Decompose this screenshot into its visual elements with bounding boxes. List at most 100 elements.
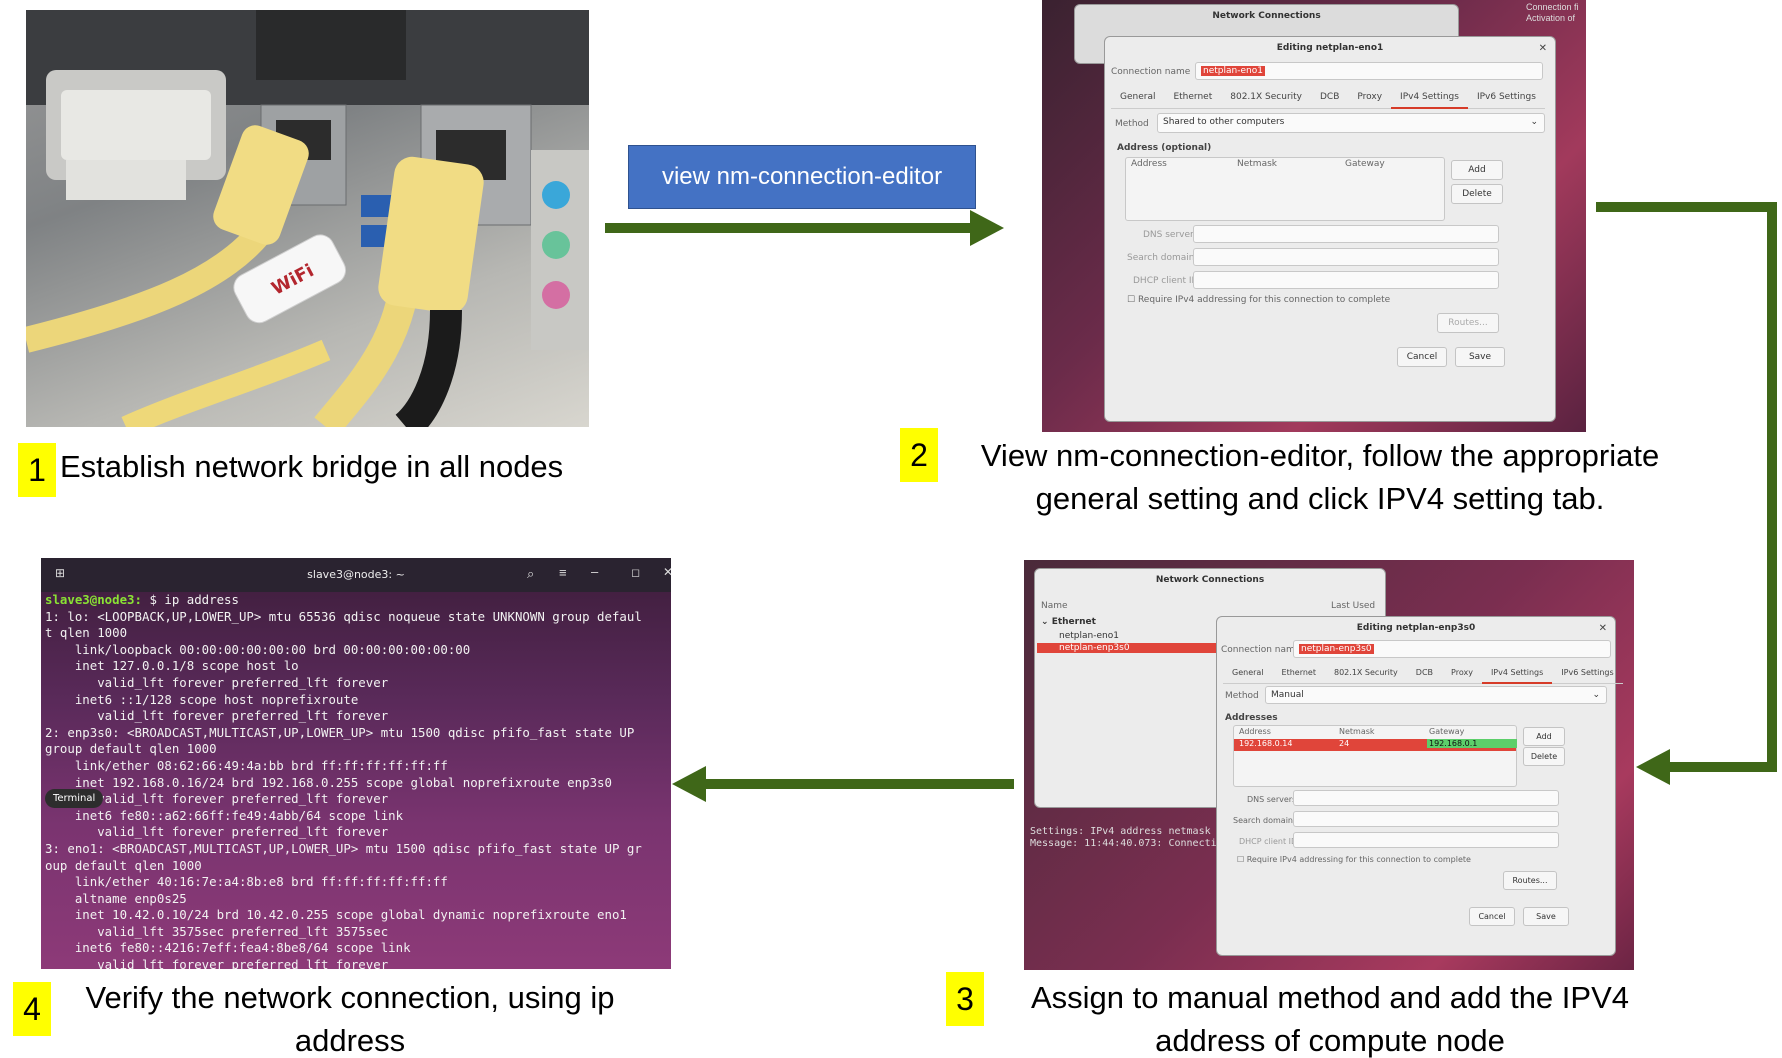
tab-dcb[interactable]: DCB (1406, 663, 1443, 684)
search-icon[interactable]: ⌕ (527, 566, 535, 581)
routes-button[interactable]: Routes... (1437, 313, 1499, 333)
dns-field[interactable] (1193, 225, 1499, 243)
list-item-selected[interactable]: netplan-enp3s0 (1037, 643, 1237, 653)
address-col-gateway: Gateway (1429, 727, 1465, 736)
step2-caption-line-1: View nm-connection-editor, follow the ap… (980, 438, 1660, 473)
editing-dialog: Editing netplan-eno1 ✕ Connection name n… (1104, 36, 1556, 422)
terminal-line: inet 10.42.0.10/24 brd 10.42.0.255 scope… (45, 907, 627, 923)
tab-general[interactable]: General (1223, 663, 1273, 684)
cancel-button[interactable]: Cancel (1397, 347, 1447, 367)
method-select[interactable]: Manual ⌄ (1265, 686, 1607, 704)
step4-caption-line-1: Verify the network connection, using ip (85, 980, 615, 1015)
tab-row: General Ethernet 802.1X Security DCB Pro… (1217, 663, 1623, 684)
tab-general[interactable]: General (1111, 87, 1165, 109)
step2-caption-line-2: general setting and click IPV4 setting t… (1035, 481, 1605, 516)
search-label: Search domains (1127, 253, 1200, 263)
list-item[interactable]: netplan-eno1 (1059, 631, 1119, 641)
step1-badge: 1 (18, 443, 56, 497)
add-button[interactable]: Add (1523, 727, 1565, 746)
require-label: Require IPv4 addressing for this connect… (1246, 855, 1471, 864)
step4-terminal-screenshot: ⊞ slave3@node3: ~ ⌕ ≡ – ◻ ✕ slave3@node3… (41, 558, 671, 969)
terminal-line: valid_lft forever preferred_lft forever (45, 824, 389, 840)
addresses-label: Addresses (1225, 713, 1278, 723)
dialog-title: Editing netplan-eno1 (1276, 43, 1384, 53)
save-button[interactable]: Save (1455, 347, 1505, 367)
terminal-line: 2: enp3s0: <BROADCAST,MULTICAST,UP,LOWER… (45, 724, 635, 740)
address-table[interactable] (1125, 157, 1445, 221)
delete-button[interactable]: Delete (1451, 184, 1503, 204)
address-row-address: 192.168.0.14 (1239, 739, 1293, 748)
connection-name-field[interactable]: netplan-eno1 (1195, 62, 1543, 80)
delete-button[interactable]: Delete (1523, 747, 1565, 766)
terminal-line: link/ether 08:62:66:49:4a:bb brd ff:ff:f… (45, 757, 448, 773)
terminal-line: group default qlen 1000 (45, 741, 217, 757)
tab-dcb[interactable]: DCB (1311, 87, 1349, 109)
corner-text-1: Connection fi (1526, 2, 1579, 12)
address-section-label: Address (optional) (1117, 143, 1212, 153)
require-checkbox[interactable]: ☐ Require IPv4 addressing for this conne… (1127, 295, 1391, 305)
step4-badge: 4 (13, 982, 51, 1036)
network-connections-title: Network Connections (1212, 11, 1321, 21)
terminal-command: $ ip address (141, 592, 239, 607)
tab-ipv6[interactable]: IPv6 Settings (1552, 663, 1623, 684)
address-col-address: Address (1131, 159, 1167, 169)
dns-field[interactable] (1293, 790, 1559, 806)
search-field[interactable] (1193, 248, 1499, 266)
terminal-line: inet 192.168.0.16/24 brd 192.168.0.255 s… (45, 774, 612, 790)
terminal-line: link/loopback 00:00:00:00:00:00 brd 00:0… (45, 641, 471, 657)
minimize-icon[interactable]: – (591, 564, 599, 579)
tab-proxy[interactable]: Proxy (1348, 87, 1392, 109)
dhcp-field[interactable] (1293, 832, 1559, 848)
step2-badge: 2 (900, 428, 938, 482)
close-icon[interactable]: ✕ (1598, 623, 1607, 634)
tab-ethernet[interactable]: Ethernet (1272, 663, 1325, 684)
address-row-netmask: 24 (1339, 739, 1350, 748)
tab-8021x[interactable]: 802.1X Security (1221, 87, 1311, 109)
routes-button[interactable]: Routes... (1503, 871, 1557, 890)
new-tab-icon[interactable]: ⊞ (55, 566, 66, 580)
search-field[interactable] (1293, 811, 1559, 827)
address-row-gateway[interactable]: 192.168.0.1 (1427, 739, 1517, 748)
tab-ethernet[interactable]: Ethernet (1164, 87, 1222, 109)
list-group-ethernet[interactable]: ⌄ Ethernet (1041, 617, 1096, 627)
address-table[interactable] (1233, 725, 1517, 787)
terminal-line: 1: lo: <LOOPBACK,UP,LOWER_UP> mtu 65536 … (45, 608, 642, 624)
dhcp-field[interactable] (1193, 271, 1499, 289)
tab-proxy[interactable]: Proxy (1442, 663, 1482, 684)
list-col-last-used: Last Used (1331, 601, 1376, 611)
step3-badge: 3 (946, 972, 984, 1026)
connection-name-field[interactable]: netplan-enp3s0 (1293, 640, 1611, 658)
tab-8021x[interactable]: 802.1X Security (1325, 663, 1407, 684)
list-col-name: Name (1041, 601, 1068, 611)
save-button[interactable]: Save (1523, 907, 1569, 926)
dhcp-label: DHCP client ID (1133, 276, 1199, 286)
require-checkbox[interactable]: ☐ Require IPv4 addressing for this conne… (1237, 855, 1471, 864)
add-button[interactable]: Add (1451, 160, 1503, 180)
close-icon[interactable]: ✕ (1538, 43, 1547, 54)
terminal-bg-line-1: Settings: IPv4 address netmask (1030, 826, 1211, 837)
terminal-bg-line-2: Message: 11:44:40.073: Connectio (1030, 838, 1223, 849)
method-label: Method (1225, 691, 1259, 701)
cancel-button[interactable]: Cancel (1469, 907, 1515, 926)
terminal-title: slave3@node3: ~ (307, 568, 405, 581)
address-col-gateway: Gateway (1345, 159, 1385, 169)
method-value: Shared to other computers (1163, 117, 1285, 127)
tab-ipv4[interactable]: IPv4 Settings (1391, 87, 1468, 109)
terminal-line: valid_lft forever preferred_lft forever (45, 791, 389, 807)
terminal-line: t qlen 1000 (45, 625, 128, 641)
hamburger-menu-icon[interactable]: ≡ (559, 565, 567, 580)
tab-ipv4[interactable]: IPv4 Settings (1481, 663, 1553, 684)
step3-caption-line-2: address of compute node (1155, 1023, 1505, 1058)
maximize-icon[interactable]: ◻ (631, 567, 641, 579)
tab-ipv6[interactable]: IPv6 Settings (1467, 87, 1545, 109)
terminal-tooltip: Terminal (45, 789, 104, 808)
close-icon[interactable]: ✕ (663, 565, 671, 579)
step3-caption-line-1: Assign to manual method and add the IPV4 (1030, 980, 1629, 1015)
method-select[interactable]: Shared to other computers ⌄ (1157, 113, 1545, 133)
chevron-down-icon: ⌄ (1592, 690, 1600, 700)
step1-caption: Establish network bridge in all nodes (60, 445, 620, 488)
dialog-title: Editing netplan-enp3s0 (1356, 623, 1476, 633)
dhcp-label: DHCP client ID (1239, 837, 1298, 846)
terminal-line: link/ether 40:16:7e:a4:8b:e8 brd ff:ff:f… (45, 874, 448, 890)
editing-dialog: Editing netplan-enp3s0 ✕ Connection name… (1216, 616, 1623, 956)
